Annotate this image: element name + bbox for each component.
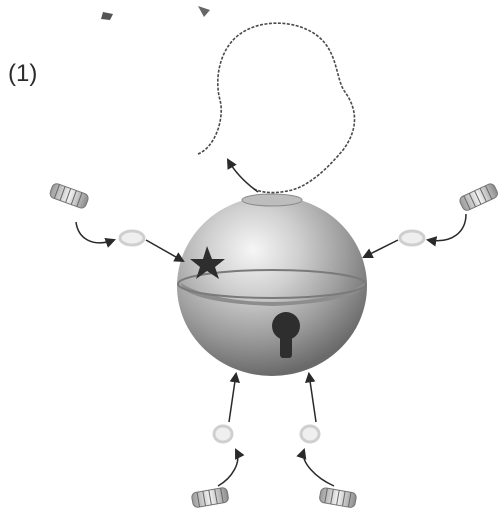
top-fragment-right <box>198 6 210 17</box>
top-fragment-left <box>101 12 113 20</box>
arrow-left-leg-bell <box>229 374 236 422</box>
right-arm-ring <box>400 231 424 245</box>
arrow-left-arm-ring <box>76 222 114 243</box>
right-leg-ring <box>301 426 319 442</box>
right-leg-spring <box>319 487 357 508</box>
left-leg-ring <box>214 426 232 442</box>
hanging-cord <box>198 23 355 192</box>
arrow-right-arm-ring <box>428 214 466 241</box>
arrow-right-leg-ring <box>303 450 334 486</box>
left-arm-spring <box>49 182 90 209</box>
left-leg-spring <box>191 487 229 508</box>
arrow-cord <box>228 160 258 192</box>
right-arm-spring <box>458 182 498 212</box>
arrow-right-arm-bell <box>364 240 398 257</box>
arrow-right-leg-bell <box>309 374 316 422</box>
jingle-bell <box>177 194 367 376</box>
arrow-left-leg-ring <box>218 450 238 486</box>
arrow-left-arm-bell <box>146 240 183 261</box>
left-arm-ring <box>120 231 144 245</box>
